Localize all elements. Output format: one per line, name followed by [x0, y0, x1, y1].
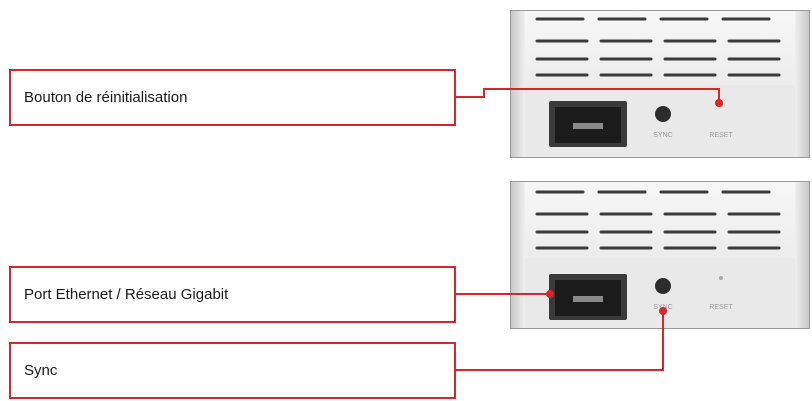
device-photo-bottom: SYNC RESET [510, 181, 810, 329]
sync-device-text: SYNC [653, 132, 672, 139]
reset-device-text: RESET [709, 304, 733, 311]
device-photo-top: SYNC RESET [510, 10, 810, 158]
reset-hole-icon [719, 103, 723, 107]
reset-button-callout: Bouton de réinitialisation [9, 69, 456, 126]
reset-button-label: Bouton de réinitialisation [24, 89, 188, 106]
sync-button-icon [655, 278, 671, 294]
device-illustration-bottom: SYNC RESET [511, 182, 809, 328]
ethernet-port-callout: Port Ethernet / Réseau Gigabit [9, 266, 456, 323]
vent-slots [535, 190, 783, 250]
vent-slots [535, 17, 783, 77]
reset-hole-icon [719, 276, 723, 280]
ethernet-port-icon [549, 274, 627, 320]
sync-device-text: SYNC [653, 304, 672, 311]
sync-callout: Sync [9, 342, 456, 399]
device-illustration-top: SYNC RESET [511, 11, 809, 157]
sync-button-icon [655, 106, 671, 122]
ethernet-port-label: Port Ethernet / Réseau Gigabit [24, 286, 229, 303]
ethernet-port-icon [549, 101, 627, 147]
sync-label: Sync [24, 362, 58, 379]
reset-device-text: RESET [709, 132, 733, 139]
